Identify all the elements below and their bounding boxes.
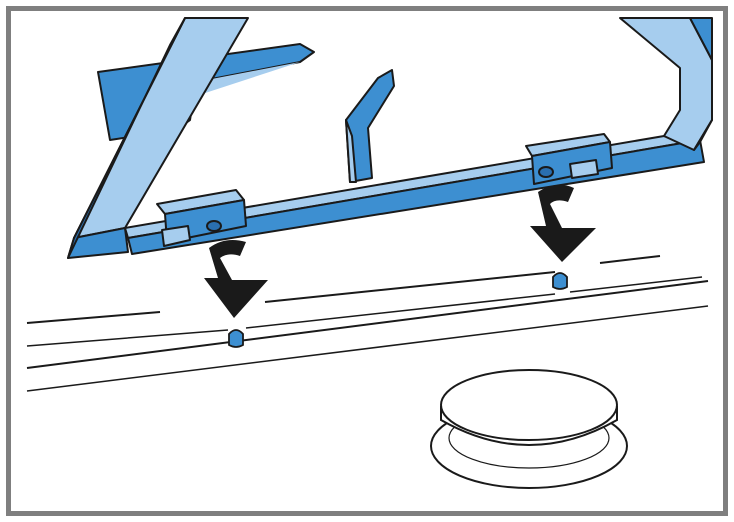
left-mounting-bracket — [156, 189, 247, 247]
left-bracket-hole — [206, 220, 222, 232]
pan-support-right-bar-face — [689, 17, 713, 151]
left-bracket-clip — [161, 225, 191, 247]
left-placement-arrow — [204, 240, 268, 318]
right-bracket-clip — [569, 159, 599, 179]
pan-support-back-arm-light — [196, 62, 300, 96]
locating-pin-icon — [552, 272, 568, 290]
burner-cap-icon — [430, 369, 628, 489]
right-locating-pin — [552, 272, 568, 290]
hob-surface — [26, 255, 709, 392]
hob-edge-line-bottom — [26, 305, 709, 392]
right-mounting-bracket — [525, 133, 613, 185]
right-placement-arrow — [530, 184, 596, 262]
down-arrow-icon — [204, 240, 268, 318]
locating-pin-icon — [228, 329, 244, 348]
hob-edge-line-middle — [26, 276, 703, 347]
hob-edge-line-lower — [26, 280, 709, 369]
burner-cap-top — [440, 369, 618, 441]
down-arrow-icon — [530, 184, 596, 262]
pan-support — [67, 17, 713, 259]
pan-support-left-bar-edge — [67, 17, 186, 259]
pan-support-centre-finger-light — [345, 119, 357, 183]
right-bracket-hole — [538, 166, 554, 178]
hob-edge-line-top — [26, 255, 661, 324]
left-locating-pin — [228, 329, 244, 348]
